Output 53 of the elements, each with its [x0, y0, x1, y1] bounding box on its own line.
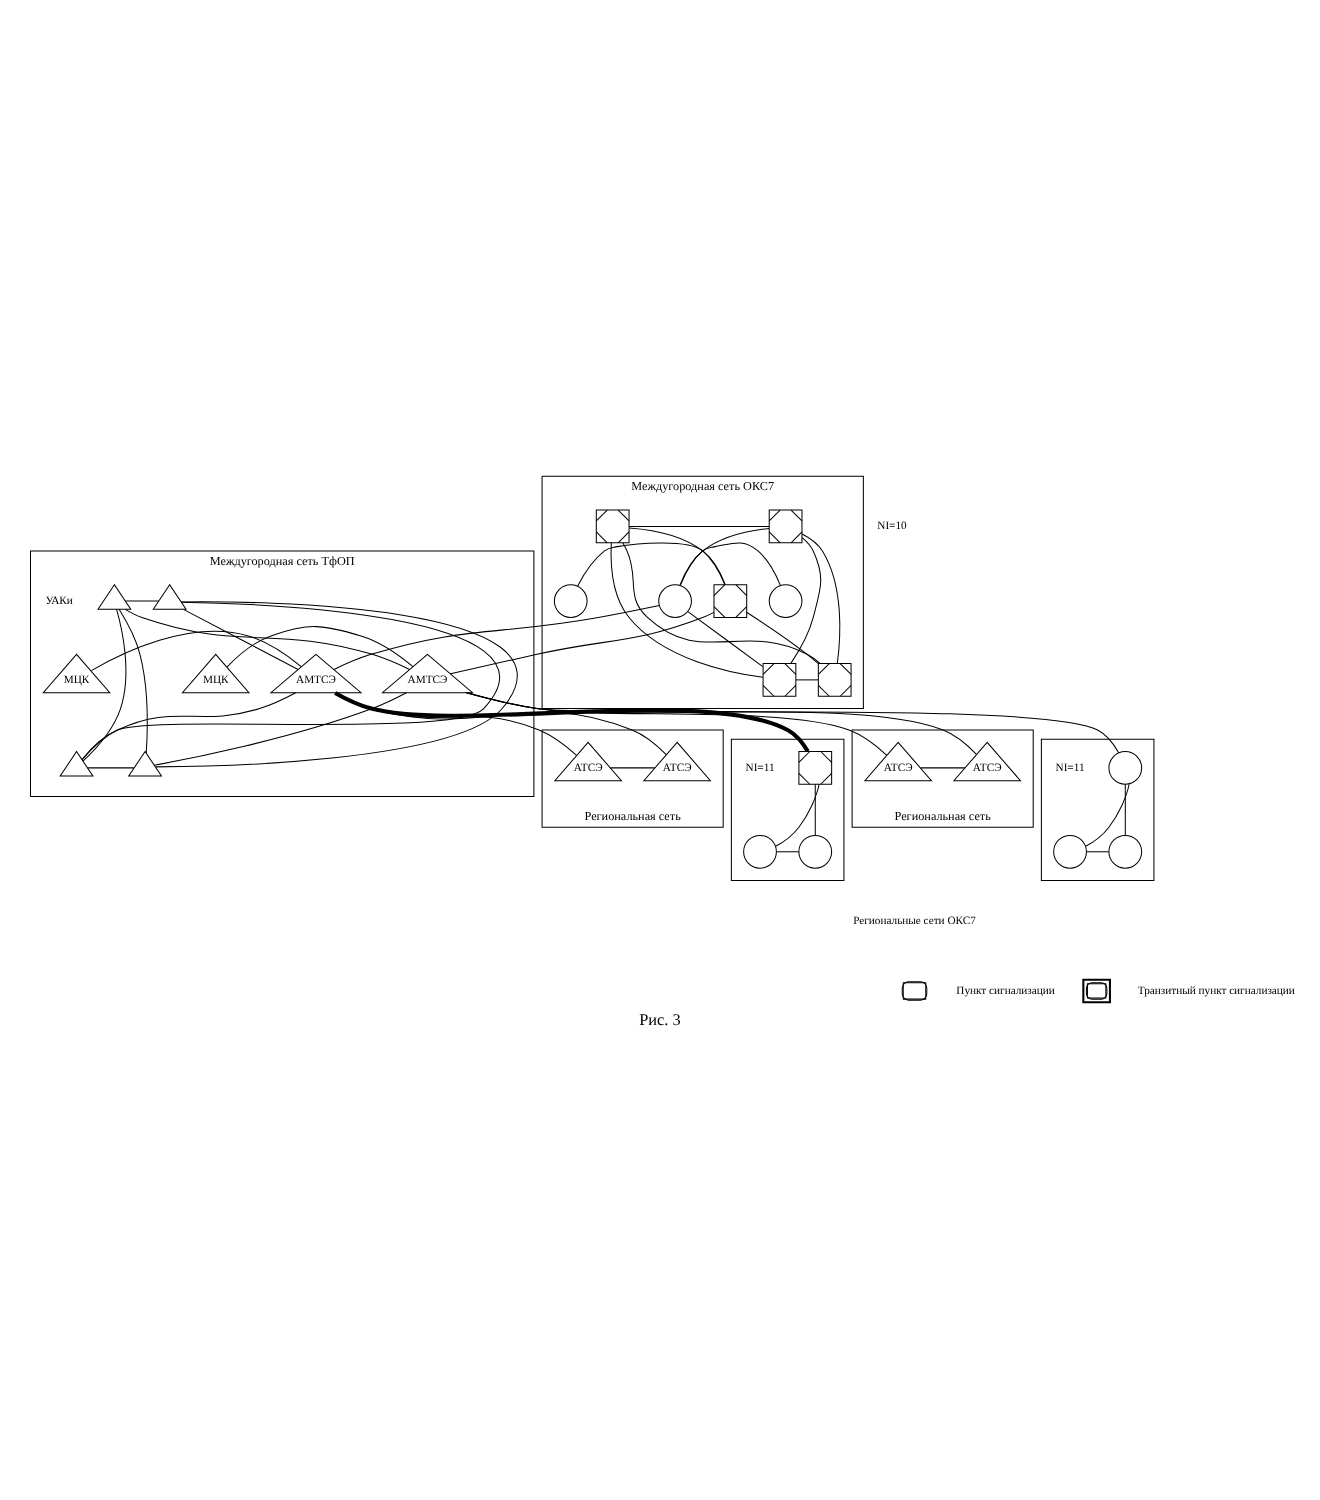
connector [577, 541, 726, 586]
connector [125, 599, 160, 601]
connector [1085, 850, 1110, 852]
connector [334, 690, 810, 752]
caption: Рис. 3 [639, 1009, 681, 1028]
connector [81, 600, 499, 760]
connector [333, 603, 660, 669]
connector [465, 691, 1120, 753]
node-triangle [59, 749, 94, 776]
node-circle [768, 583, 803, 617]
cluster [730, 737, 845, 880]
connector [746, 611, 819, 663]
node-circle [1108, 750, 1143, 784]
connector [90, 629, 302, 671]
connector [814, 782, 816, 835]
connector [622, 541, 821, 663]
node-circle [1053, 833, 1087, 868]
connector [790, 536, 822, 663]
connector [182, 607, 299, 669]
connector [118, 608, 148, 753]
connector [775, 850, 800, 852]
connector [124, 607, 411, 669]
connector [679, 526, 770, 585]
connector [81, 691, 297, 760]
connector [87, 766, 135, 768]
node-circle [798, 833, 833, 868]
connector [466, 691, 888, 755]
connector [801, 532, 841, 663]
connector [628, 524, 770, 526]
connector [610, 541, 764, 677]
node-triangle [127, 749, 163, 776]
connector [450, 610, 715, 674]
node-circle [743, 833, 777, 868]
node-circle [1108, 833, 1143, 868]
connector [795, 678, 819, 680]
cluster [1040, 737, 1155, 880]
connector [226, 625, 414, 667]
connector [628, 526, 726, 585]
node-circle [658, 583, 692, 617]
connector [609, 766, 656, 768]
connector [82, 607, 127, 761]
connector [153, 691, 407, 765]
connector [155, 600, 517, 767]
connector [466, 691, 977, 754]
connector [679, 541, 781, 585]
connector [775, 782, 820, 846]
node-triangle [97, 582, 132, 609]
node-triangle [152, 582, 187, 609]
node-circle [553, 583, 588, 617]
connector [1124, 782, 1126, 835]
connector [919, 766, 966, 768]
connector [687, 610, 764, 667]
connector [1085, 782, 1130, 846]
